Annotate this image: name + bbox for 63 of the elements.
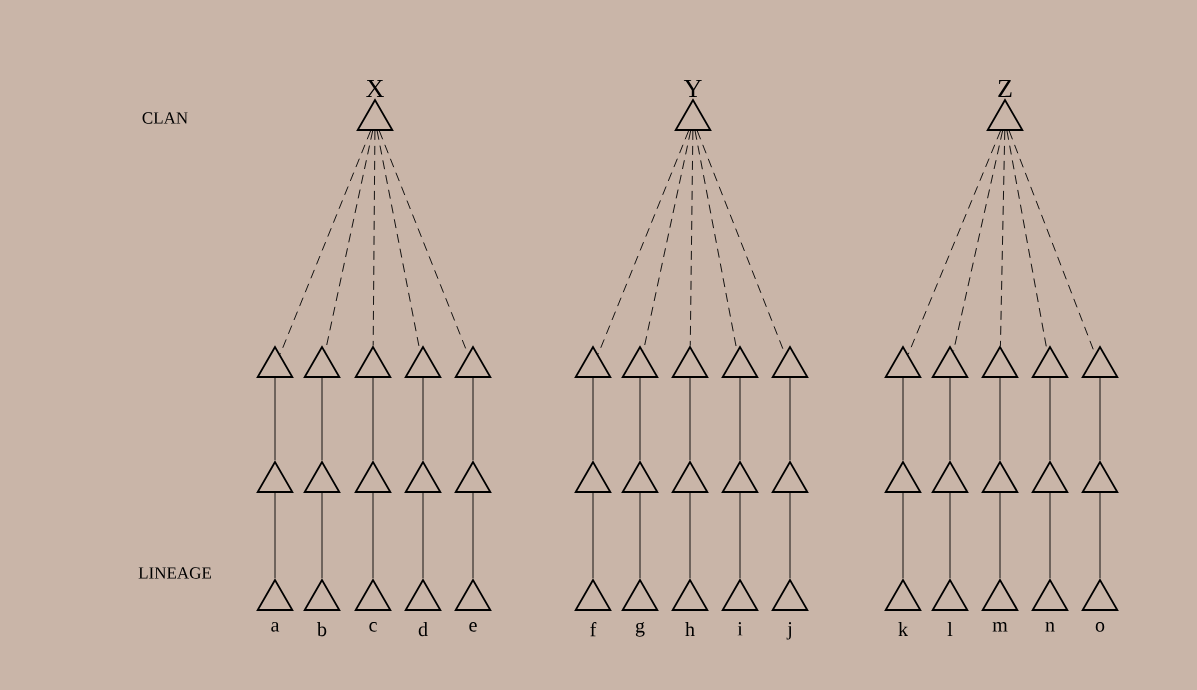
- descent-line: [789, 492, 791, 579]
- node-label: h: [685, 622, 695, 636]
- descent-line: [1099, 492, 1101, 579]
- descent-line: [321, 377, 323, 461]
- node-label: g: [635, 622, 645, 637]
- dashed-line: [378, 130, 469, 355]
- dashed-line: [999, 130, 1006, 347]
- dashed-line: [642, 130, 692, 352]
- descent-line: [902, 492, 904, 579]
- row-label: CLAN: [142, 112, 188, 124]
- descent-line: [592, 377, 594, 461]
- descent-line: [949, 492, 951, 579]
- descent-line: [422, 492, 424, 579]
- node-label: b: [317, 622, 327, 637]
- node-label: o: [1095, 622, 1105, 632]
- descent-line: [1099, 377, 1101, 461]
- dashed-line: [324, 130, 374, 352]
- dashed-line: [279, 130, 372, 355]
- descent-line: [639, 492, 641, 579]
- dashed-line: [907, 130, 1001, 355]
- descent-line: [372, 377, 374, 461]
- node-label: m: [992, 622, 1008, 632]
- descent-line: [274, 377, 276, 461]
- descent-line: [1049, 377, 1051, 461]
- dashed-line: [372, 130, 376, 346]
- descent-line: [739, 492, 741, 579]
- descent-line: [689, 377, 691, 461]
- node-label: l: [947, 622, 953, 636]
- descent-line: [739, 377, 741, 461]
- descent-line: [999, 377, 1001, 461]
- descent-line: [1049, 492, 1051, 579]
- node-label: f: [590, 622, 597, 637]
- dashed-line: [689, 130, 694, 347]
- node-label: Y: [683, 79, 702, 97]
- descent-line: [274, 492, 276, 579]
- descent-line: [592, 492, 594, 579]
- node-label: a: [271, 622, 280, 632]
- node-label: X: [366, 79, 384, 97]
- descent-line: [321, 492, 323, 579]
- descent-line: [789, 377, 791, 461]
- clan-triangle: X: [356, 79, 394, 131]
- node-label: n: [1045, 622, 1055, 632]
- descent-line: [372, 492, 374, 579]
- descent-line: [949, 377, 951, 461]
- node-label: k: [898, 622, 909, 636]
- dashed-line: [953, 130, 1004, 352]
- descent-line: [999, 492, 1001, 579]
- node-label: i: [737, 622, 743, 636]
- clan-triangle: Z: [986, 79, 1024, 131]
- row-label: LINEAGE: [138, 567, 211, 579]
- dashed-line: [597, 130, 690, 355]
- clan-triangle: Y: [674, 79, 712, 131]
- descent-line: [472, 492, 474, 579]
- node-label: e: [469, 622, 477, 632]
- descent-line: [422, 377, 424, 461]
- descent-line: [472, 377, 474, 461]
- node-label: j: [786, 622, 792, 640]
- node-label: c: [369, 622, 377, 632]
- descent-line: [639, 377, 641, 461]
- descent-line: [902, 377, 904, 461]
- node-label: d: [418, 622, 428, 637]
- node-label: Z: [998, 79, 1012, 97]
- descent-line: [689, 492, 691, 579]
